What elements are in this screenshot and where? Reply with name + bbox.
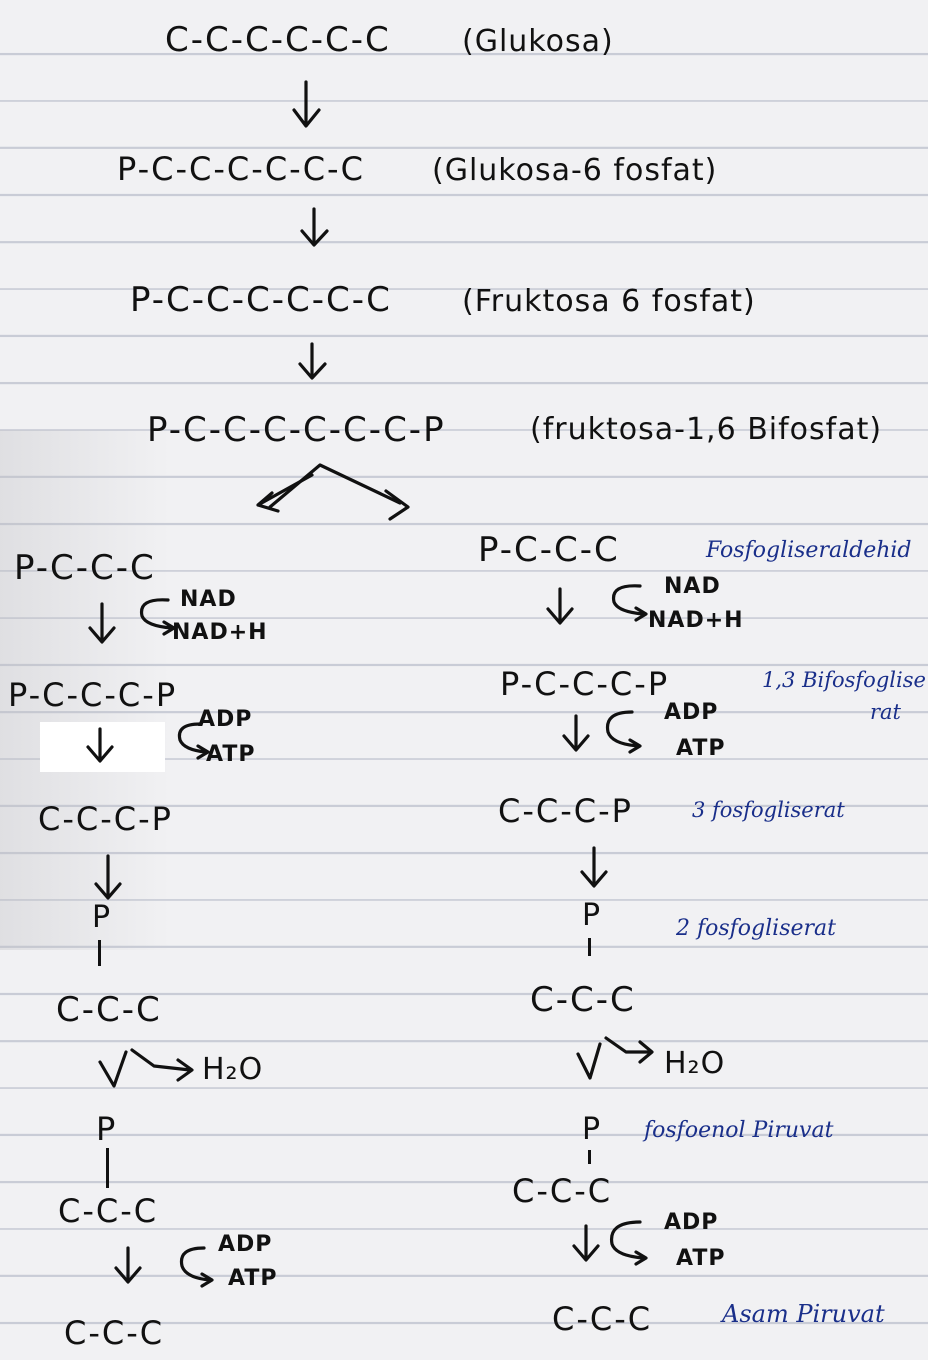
- right-cccp-formula: C-C-C-P: [498, 792, 633, 830]
- right-p-group-2: P: [582, 1112, 603, 1147]
- right-pcccp-formula: P-C-C-C-P: [500, 665, 670, 703]
- right-label-fosfoenol-piruvat: fosfoenol Piruvat: [644, 1118, 834, 1143]
- fructose-1-6-bisphosphate-formula: P-C-C-C-C-C-C-P: [147, 410, 446, 450]
- fructose-1-6-bisphosphate-label: (fruktosa-1,6 Bifosfat): [530, 412, 883, 447]
- right-p-group: P: [582, 898, 603, 933]
- right-label-bifosfoglise: 1,3 Bifosfoglise: [762, 668, 926, 692]
- bond-line: [98, 940, 101, 966]
- down-arrow-icon: [298, 342, 327, 380]
- down-arrow-icon: [562, 714, 590, 752]
- down-arrow-icon: [114, 1246, 142, 1284]
- right-nadh-label: NAD+H: [648, 608, 744, 633]
- left-ccc-formula-2: C-C-C: [58, 1192, 159, 1230]
- down-arrow-icon: [94, 854, 122, 900]
- left-p-group: P: [92, 900, 113, 935]
- down-arrow-icon: [88, 602, 116, 644]
- fructose-6-phosphate-label: (Fruktosa 6 fosfat): [462, 284, 756, 319]
- right-atp-label: ATP: [676, 736, 726, 761]
- left-p-group-2: P: [96, 1110, 118, 1148]
- left-final-ccc: C-C-C: [64, 1314, 165, 1352]
- left-nadh-label: NAD+H: [172, 620, 268, 645]
- right-label-rat: rat: [870, 700, 901, 724]
- right-atp-label-2: ATP: [676, 1246, 726, 1271]
- cofactor-arrow-icon: [609, 1220, 648, 1266]
- right-final-ccc: C-C-C: [552, 1300, 653, 1338]
- right-label-asam-piruvat: Asam Piruvat: [722, 1300, 885, 1328]
- left-atp-label: ATP: [206, 742, 256, 767]
- left-adp-label-2: ADP: [218, 1232, 273, 1257]
- right-nad-label: NAD: [664, 574, 721, 599]
- glucose-formula: C-C-C-C-C-C: [165, 20, 391, 60]
- right-pccc-formula: P-C-C-C: [478, 530, 620, 570]
- down-arrow-icon: [300, 207, 329, 247]
- cofactor-arrow-icon: [177, 722, 210, 760]
- bond-line: [106, 1148, 109, 1188]
- white-correction-patch: [40, 722, 165, 772]
- left-pcccp-formula: P-C-C-C-P: [8, 676, 178, 714]
- right-ccc-formula: C-C-C: [530, 980, 636, 1020]
- glucose-6-phosphate-formula: P-C-C-C-C-C-C: [117, 150, 365, 188]
- left-nad-label: NAD: [180, 587, 237, 612]
- down-arrow-icon: [86, 727, 114, 763]
- right-adp-label-2: ADP: [664, 1210, 719, 1235]
- fructose-6-phosphate-formula: P-C-C-C-C-C-C: [130, 280, 392, 320]
- cofactor-arrow-icon: [611, 584, 648, 622]
- right-water-label: H₂O: [664, 1046, 726, 1081]
- page-shadow: [0, 430, 170, 950]
- left-water-label: H₂O: [202, 1052, 264, 1087]
- down-arrow-icon: [98, 1048, 194, 1088]
- bond-line: [588, 1150, 591, 1164]
- right-adp-label: ADP: [664, 700, 719, 725]
- bond-line: [588, 938, 591, 956]
- right-label-fosfogliseraldehid: Fosfogliseraldehid: [706, 538, 912, 563]
- split-arrow-icon: [256, 463, 410, 521]
- cofactor-arrow-icon: [605, 710, 642, 754]
- left-adp-label: ADP: [198, 707, 253, 732]
- left-pccc-formula: P-C-C-C: [14, 548, 156, 588]
- right-label-3-fosfogliserat: 3 fosfogliserat: [692, 798, 845, 822]
- left-cccp-formula: C-C-C-P: [38, 800, 173, 838]
- down-arrow-icon: [292, 80, 321, 128]
- down-arrow-icon: [580, 846, 608, 888]
- cofactor-arrow-icon: [179, 1246, 214, 1288]
- left-ccc-formula: C-C-C: [56, 990, 162, 1030]
- right-ccc-formula-2: C-C-C: [512, 1172, 613, 1210]
- down-arrow-icon: [546, 587, 574, 625]
- left-atp-label-2: ATP: [228, 1266, 278, 1291]
- glucose-6-phosphate-label: (Glukosa-6 fosfat): [432, 153, 718, 188]
- down-arrow-icon: [572, 1224, 600, 1262]
- glucose-label: (Glukosa): [462, 24, 614, 59]
- right-label-2-fosfogliserat: 2 fosfogliserat: [676, 916, 836, 941]
- down-arrow-icon: [576, 1036, 654, 1080]
- cofactor-arrow-icon: [139, 598, 176, 636]
